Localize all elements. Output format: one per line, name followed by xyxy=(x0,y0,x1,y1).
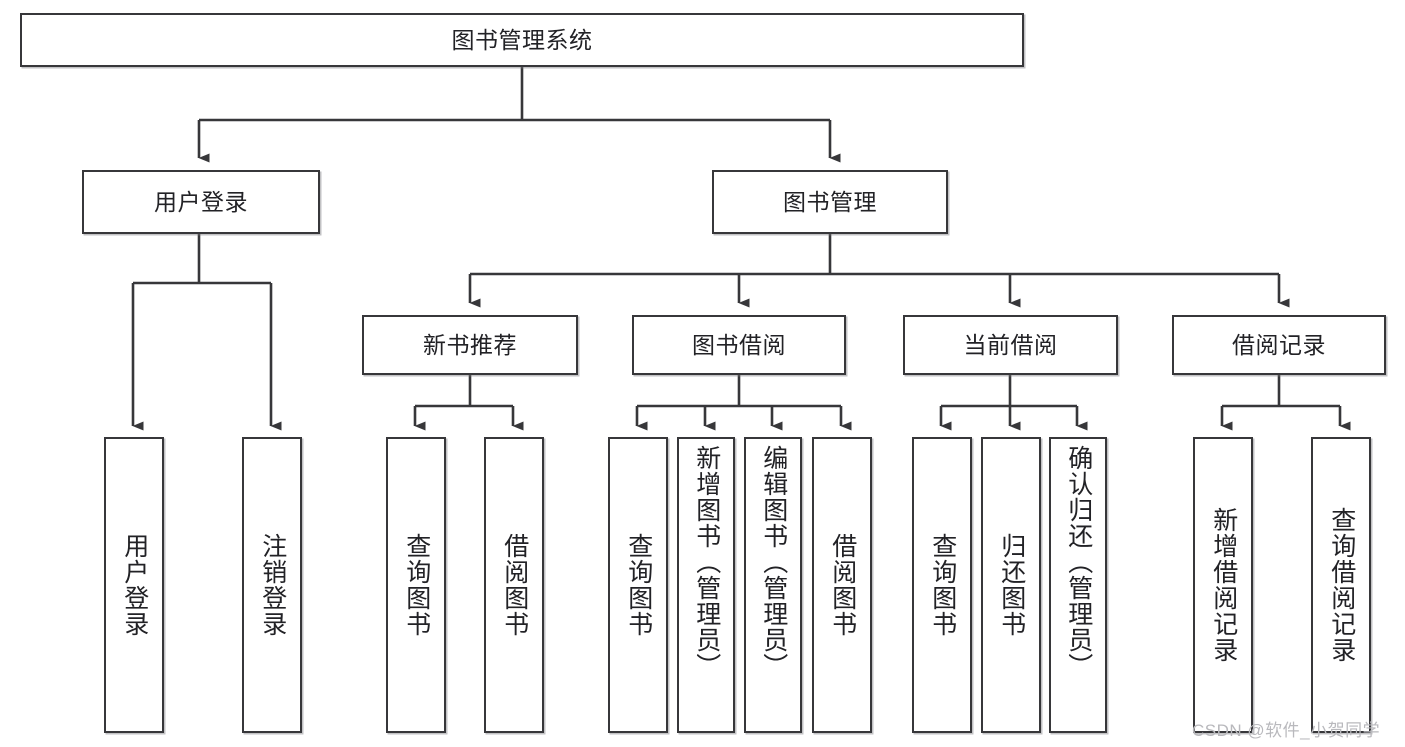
leaf-query-book-recommend[interactable]: 查询图书 xyxy=(386,437,446,733)
leaf-query-book-borrow-label: 查询图书 xyxy=(624,533,653,637)
leaf-add-book-admin-label: 新增图书（管理员） xyxy=(692,445,721,679)
leaf-query-book-current[interactable]: 查询图书 xyxy=(912,437,972,733)
node-borrow-record-label: 借阅记录 xyxy=(1232,331,1326,358)
leaf-borrow-book-recommend-label: 借阅图书 xyxy=(500,533,529,637)
node-root[interactable]: 图书管理系统 xyxy=(20,13,1024,67)
node-user-login[interactable]: 用户登录 xyxy=(82,170,320,234)
leaf-add-book-admin[interactable]: 新增图书（管理员） xyxy=(677,437,735,733)
leaf-add-borrow-record-label: 新增借阅记录 xyxy=(1209,507,1238,663)
node-user-login-label: 用户登录 xyxy=(154,188,248,215)
leaf-logout[interactable]: 注销登录 xyxy=(242,437,302,733)
leaf-add-borrow-record[interactable]: 新增借阅记录 xyxy=(1193,437,1253,733)
node-current-borrow[interactable]: 当前借阅 xyxy=(903,315,1118,375)
leaf-borrow-book-borrow[interactable]: 借阅图书 xyxy=(812,437,872,733)
leaf-logout-label: 注销登录 xyxy=(258,533,287,637)
leaf-confirm-return-admin[interactable]: 确认归还（管理员） xyxy=(1049,437,1107,733)
leaf-query-book-borrow[interactable]: 查询图书 xyxy=(608,437,668,733)
node-current-borrow-label: 当前借阅 xyxy=(963,331,1058,358)
watermark: CSDN @软件_小贺同学 xyxy=(1192,721,1381,740)
leaf-borrow-book-borrow-label: 借阅图书 xyxy=(828,533,857,637)
node-book-borrow[interactable]: 图书借阅 xyxy=(632,315,846,375)
node-book-borrow-label: 图书借阅 xyxy=(692,331,786,358)
leaf-query-borrow-record-label: 查询借阅记录 xyxy=(1327,507,1356,663)
leaf-borrow-book-recommend[interactable]: 借阅图书 xyxy=(484,437,544,733)
node-new-book-recommend-label: 新书推荐 xyxy=(423,331,517,358)
leaf-query-book-recommend-label: 查询图书 xyxy=(402,533,431,637)
leaf-edit-book-admin-label: 编辑图书（管理员） xyxy=(759,445,788,679)
leaf-return-book[interactable]: 归还图书 xyxy=(981,437,1041,733)
leaf-return-book-label: 归还图书 xyxy=(997,533,1026,637)
leaf-query-borrow-record[interactable]: 查询借阅记录 xyxy=(1311,437,1371,733)
leaf-edit-book-admin[interactable]: 编辑图书（管理员） xyxy=(744,437,802,733)
node-book-management[interactable]: 图书管理 xyxy=(712,170,948,234)
node-book-management-label: 图书管理 xyxy=(783,188,877,215)
leaf-user-login[interactable]: 用户登录 xyxy=(104,437,164,733)
node-root-label: 图书管理系统 xyxy=(451,26,593,53)
leaf-confirm-return-admin-label: 确认归还（管理员） xyxy=(1064,445,1093,679)
leaf-user-login-label: 用户登录 xyxy=(120,533,149,637)
node-new-book-recommend[interactable]: 新书推荐 xyxy=(362,315,578,375)
node-borrow-record[interactable]: 借阅记录 xyxy=(1172,315,1386,375)
leaf-query-book-current-label: 查询图书 xyxy=(928,533,957,637)
